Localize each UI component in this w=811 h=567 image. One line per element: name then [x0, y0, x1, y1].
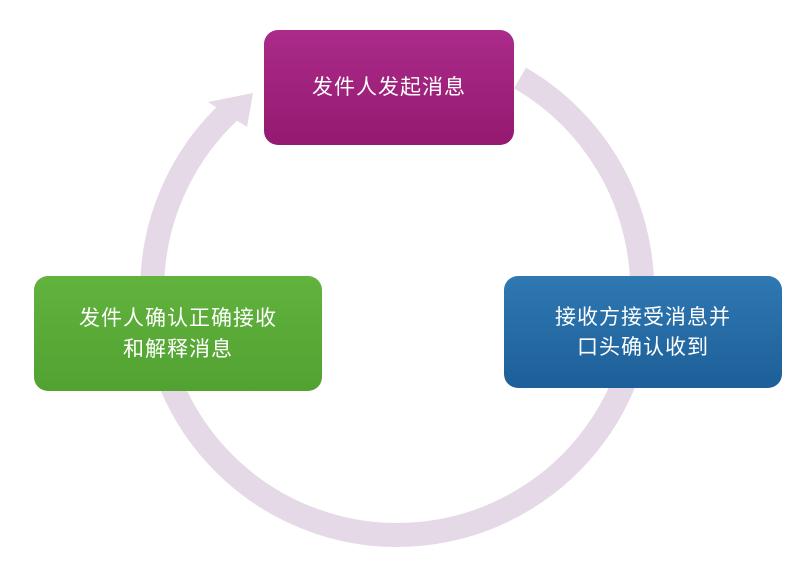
step-sender-initiates: 发件人发起消息	[264, 30, 514, 145]
step-receiver-confirms-text: 接收方接受消息并 口头确认收到	[555, 302, 731, 363]
step-sender-verifies-line-1: 发件人确认正确接收	[79, 306, 277, 331]
step-sender-initiates-label: 发件人发起消息	[312, 75, 466, 100]
cycle-arrowhead	[208, 93, 253, 127]
step-receiver-confirms: 接收方接受消息并 口头确认收到	[504, 276, 782, 388]
step-sender-verifies-line-2: 和解释消息	[123, 336, 233, 361]
step-sender-verifies-text: 发件人确认正确接收 和解释消息	[79, 303, 277, 364]
step-receiver-confirms-line-1: 接收方接受消息并	[555, 304, 731, 329]
step-receiver-confirms-line-2: 口头确认收到	[577, 335, 709, 359]
step-sender-verifies: 发件人确认正确接收 和解释消息	[34, 276, 322, 391]
